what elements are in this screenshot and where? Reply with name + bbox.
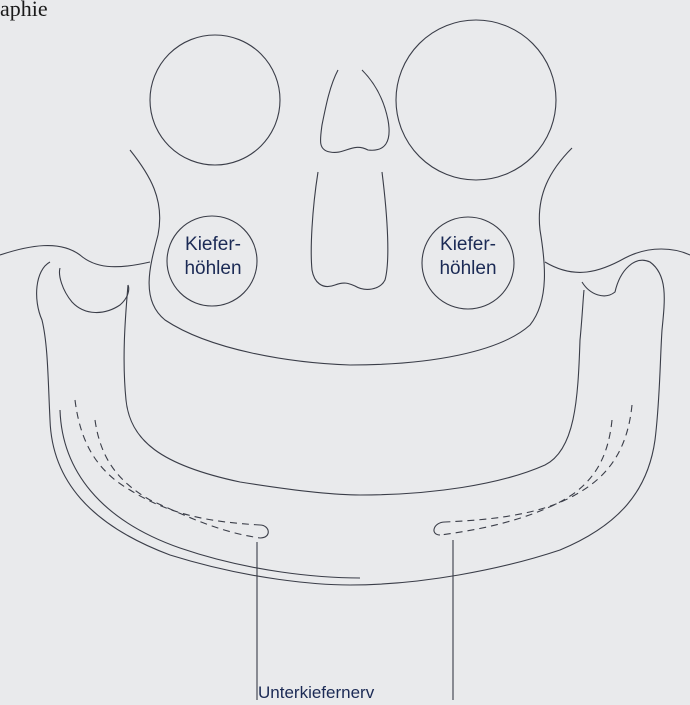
right-sinus-label-line2: höhlen [423, 257, 513, 281]
right-nerve-foramen [434, 522, 445, 535]
mandible-inner [124, 285, 584, 495]
left-cheek-line [0, 246, 150, 267]
nose-bridge [320, 70, 389, 152]
right-sinus-label: Kiefer- höhlen [423, 233, 513, 281]
mandible-lower-border [60, 410, 360, 578]
left-sinus-label-line2: höhlen [168, 257, 258, 281]
right-orbit [396, 20, 556, 180]
left-nerve-canal-inner [95, 420, 260, 538]
right-sinus-label-line1: Kiefer- [423, 233, 513, 257]
right-cheek-line [545, 249, 690, 272]
right-nerve-canal-outer [445, 405, 632, 522]
right-nerve-canal-inner [440, 420, 612, 535]
nerve-label: Unterkiefernerv [258, 681, 458, 705]
mandible-outer [37, 260, 665, 585]
left-nerve-canal-outer [75, 400, 260, 525]
left-sinus-label: Kiefer- höhlen [168, 233, 258, 281]
mandible-left-ramus [60, 268, 129, 313]
left-nerve-foramen [260, 525, 268, 538]
left-sinus-label-line1: Kiefer- [168, 233, 258, 257]
nasal-cavity [311, 172, 388, 289]
left-orbit [150, 35, 280, 165]
